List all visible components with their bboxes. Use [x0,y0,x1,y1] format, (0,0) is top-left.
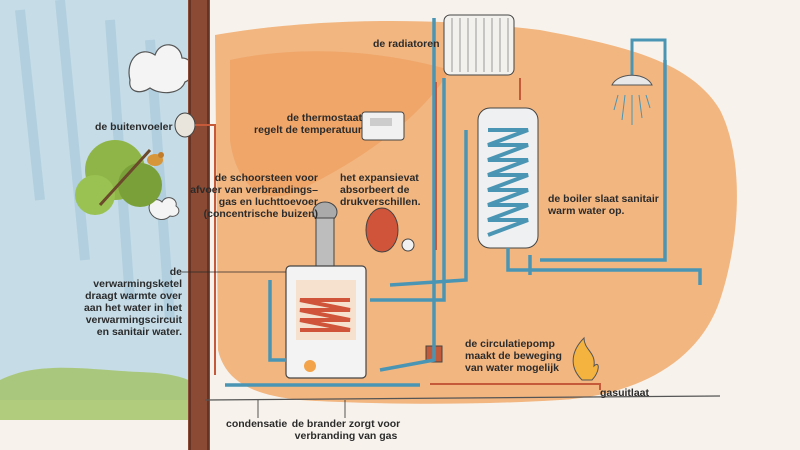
label-gas-outlet: gasuitlaat [600,387,650,399]
label-boiler-tank: de boiler slaat sanitair warm water op. [548,193,659,217]
expansion-vessel-icon [365,207,399,253]
orange-wash-2 [230,51,450,197]
pipes-blue [225,18,702,387]
exterior-wall [188,0,210,450]
floor-line [204,395,721,401]
boiler-tank-icon [477,107,539,249]
label-burner: de brander zorgt voor verbranding van ga… [291,418,401,442]
label-outdoor-sensor: de buitenvoeler [95,121,173,133]
label-condensation: condensatie [226,418,288,430]
tree-icon [75,140,162,215]
bird-icon [147,152,164,166]
heating-boiler-icon [285,265,367,379]
pipes-red [430,78,601,390]
sky-streaks [15,0,175,321]
outdoor-sensor-icon [174,112,216,375]
label-heating-boiler: de verwarmingsketel draagt warmte over a… [83,266,182,338]
shower-icon [611,38,667,125]
label-thermostat: de thermostaat regelt de temperatuur [254,112,362,136]
leader-lines [182,271,346,418]
label-circulation-pump: de circulatiepomp maakt de beweging van … [465,338,562,374]
label-radiators: de radiatoren [373,38,440,50]
radiator-icon [443,14,515,76]
grass [0,367,195,420]
thermostat-icon [361,111,405,141]
label-expansion-vessel: het expansievat absorbeert de drukversch… [340,172,421,208]
pressure-gauge-icon [401,238,415,252]
flame-icon [572,336,599,381]
label-chimney: de schoorsteen voor afvoer van verbrandi… [190,172,318,220]
